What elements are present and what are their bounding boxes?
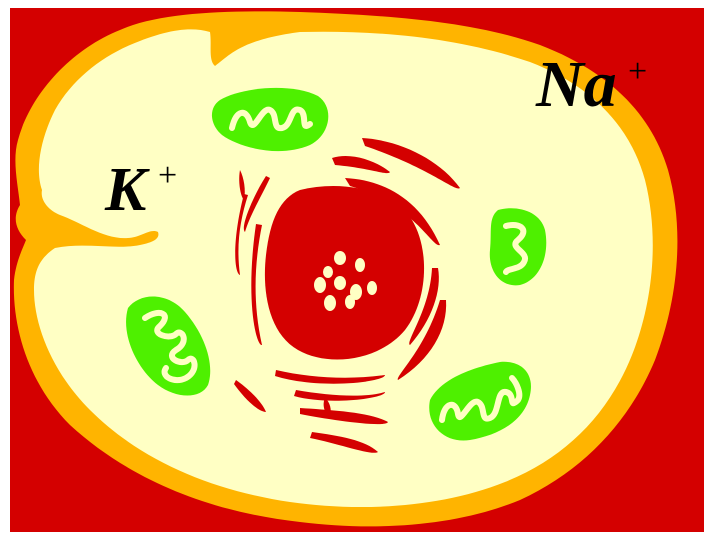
nucleolus-dot [345,295,355,309]
nucleolus-dot [334,251,346,265]
inside-ion-charge: + [158,157,177,194]
nucleolus-dot [323,266,333,278]
inside-ion-symbol: K [104,156,150,224]
nucleolus-dot [314,277,326,293]
outside-ion-charge: + [628,53,647,90]
nucleolus-dot [355,258,365,272]
inside-ion-label: K [104,156,150,224]
nucleolus-dot [367,281,377,295]
nucleolus-dot [324,295,336,311]
nucleus [265,186,424,360]
outside-ion-symbol: Na [535,48,617,121]
outside-ion-label: Na [535,48,617,121]
nucleolus-dot [334,276,346,290]
